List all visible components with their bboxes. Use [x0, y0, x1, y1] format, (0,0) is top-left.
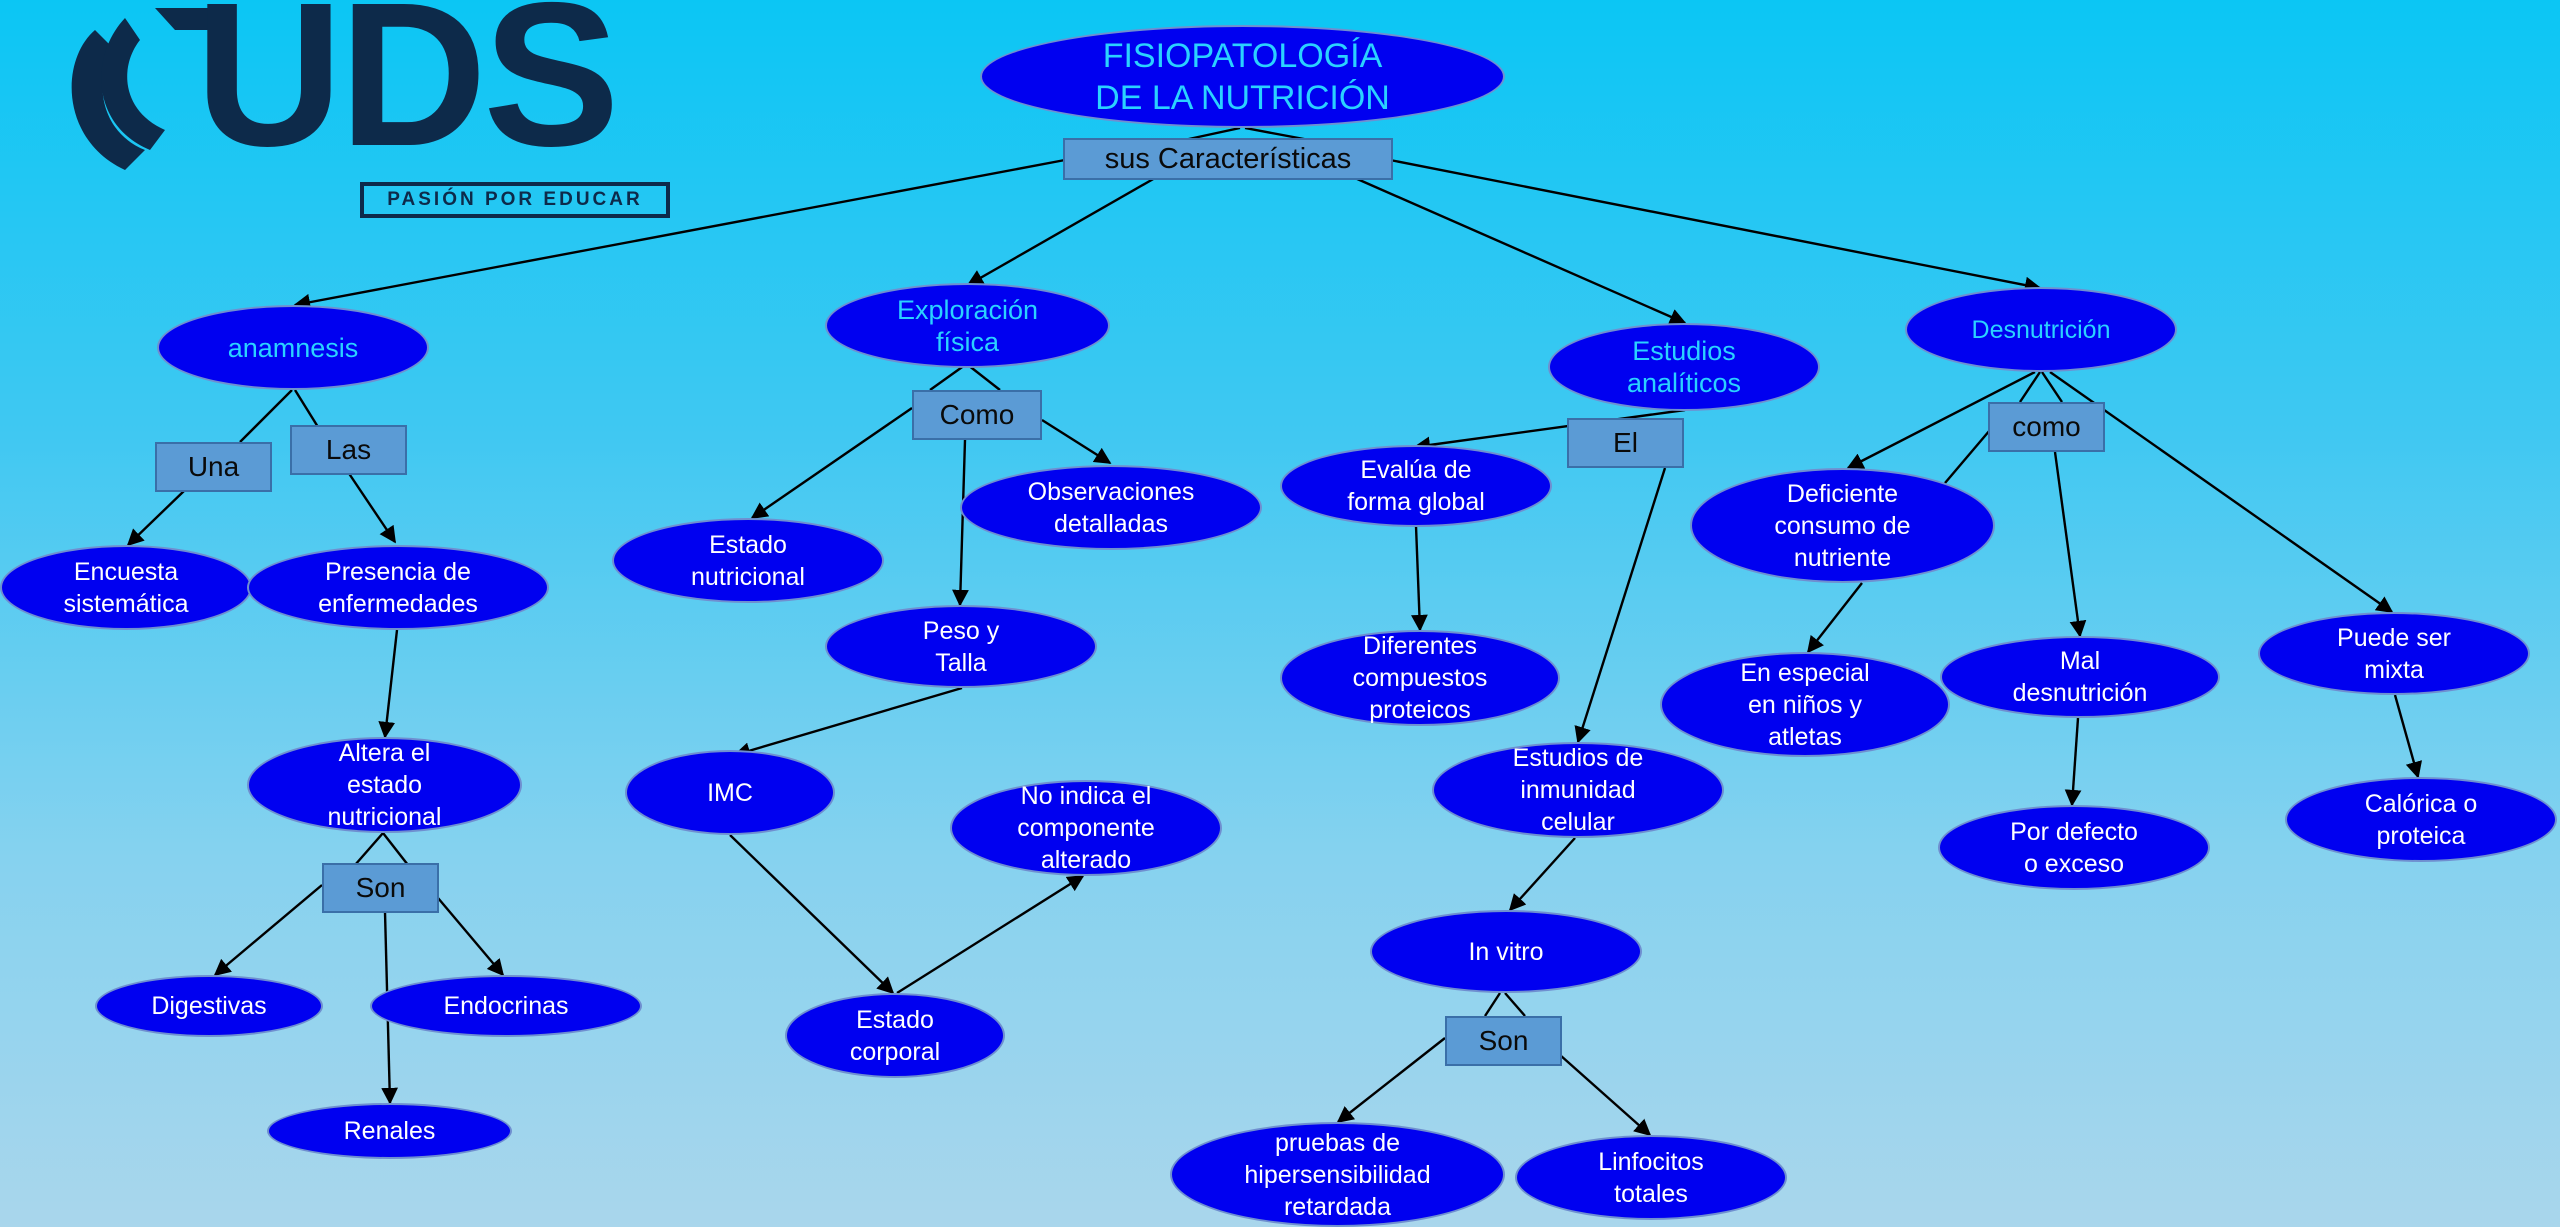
node-estudios: Estudios analíticos	[1548, 323, 1820, 411]
node-observaciones: Observaciones detalladas	[960, 465, 1262, 550]
label-como-2: como	[1988, 402, 2105, 452]
node-estado-nutricional: Estado nutricional	[612, 518, 884, 603]
node-presencia: Presencia de enfermedades	[247, 545, 549, 630]
node-estado-corporal: Estado corporal	[785, 993, 1005, 1078]
node-diferentes: Diferentes compuestos proteicos	[1280, 630, 1560, 726]
node-desnutricion: Desnutrición	[1905, 287, 2177, 372]
logo-wordmark: UDS	[195, 0, 620, 189]
node-mal-desnutricion: Mal desnutrición	[1940, 636, 2220, 718]
node-calorica: Calórica o proteica	[2285, 777, 2557, 862]
node-endocrinas: Endocrinas	[370, 975, 642, 1037]
node-estudios-inmunidad: Estudios de inmunidad celular	[1432, 742, 1724, 838]
label-una: Una	[155, 442, 272, 492]
uds-logo: UDS PASIÓN POR EDUCAR	[55, 0, 670, 225]
node-altera: Altera el estado nutricional	[247, 737, 522, 833]
node-encuesta: Encuesta sistemática	[0, 545, 252, 630]
label-las: Las	[290, 425, 407, 475]
node-linfocitos: Linfocitos totales	[1515, 1135, 1787, 1220]
node-digestivas: Digestivas	[95, 975, 323, 1037]
node-imc: IMC	[625, 750, 835, 835]
logo-tagline: PASIÓN POR EDUCAR	[360, 182, 670, 218]
node-pruebas: pruebas de hipersensibilidad retardada	[1170, 1122, 1505, 1227]
node-exploracion: Exploración física	[825, 283, 1110, 368]
label-como-1: Como	[912, 390, 1042, 440]
node-title: FISIOPATOLOGÍA DE LA NUTRICIÓN	[980, 25, 1505, 128]
node-no-indica: No indica el componente alterado	[950, 780, 1222, 876]
logo-emblem-icon	[71, 8, 215, 170]
label-caracteristicas: sus Características	[1063, 138, 1393, 180]
node-renales: Renales	[267, 1103, 512, 1159]
node-in-vitro: In vitro	[1370, 910, 1642, 993]
node-evalua: Evalúa de forma global	[1280, 445, 1552, 527]
label-son-1: Son	[322, 863, 439, 913]
label-el: El	[1567, 418, 1684, 468]
node-anamnesis: anamnesis	[157, 305, 429, 390]
node-peso-talla: Peso y Talla	[825, 605, 1097, 688]
node-deficiente: Deficiente consumo de nutriente	[1690, 468, 1995, 583]
node-por-defecto: Por defecto o exceso	[1938, 805, 2210, 890]
node-puede-mixta: Puede ser mixta	[2258, 612, 2530, 695]
label-son-2: Son	[1445, 1016, 1562, 1066]
node-en-especial: En especial en niños y atletas	[1660, 652, 1950, 757]
